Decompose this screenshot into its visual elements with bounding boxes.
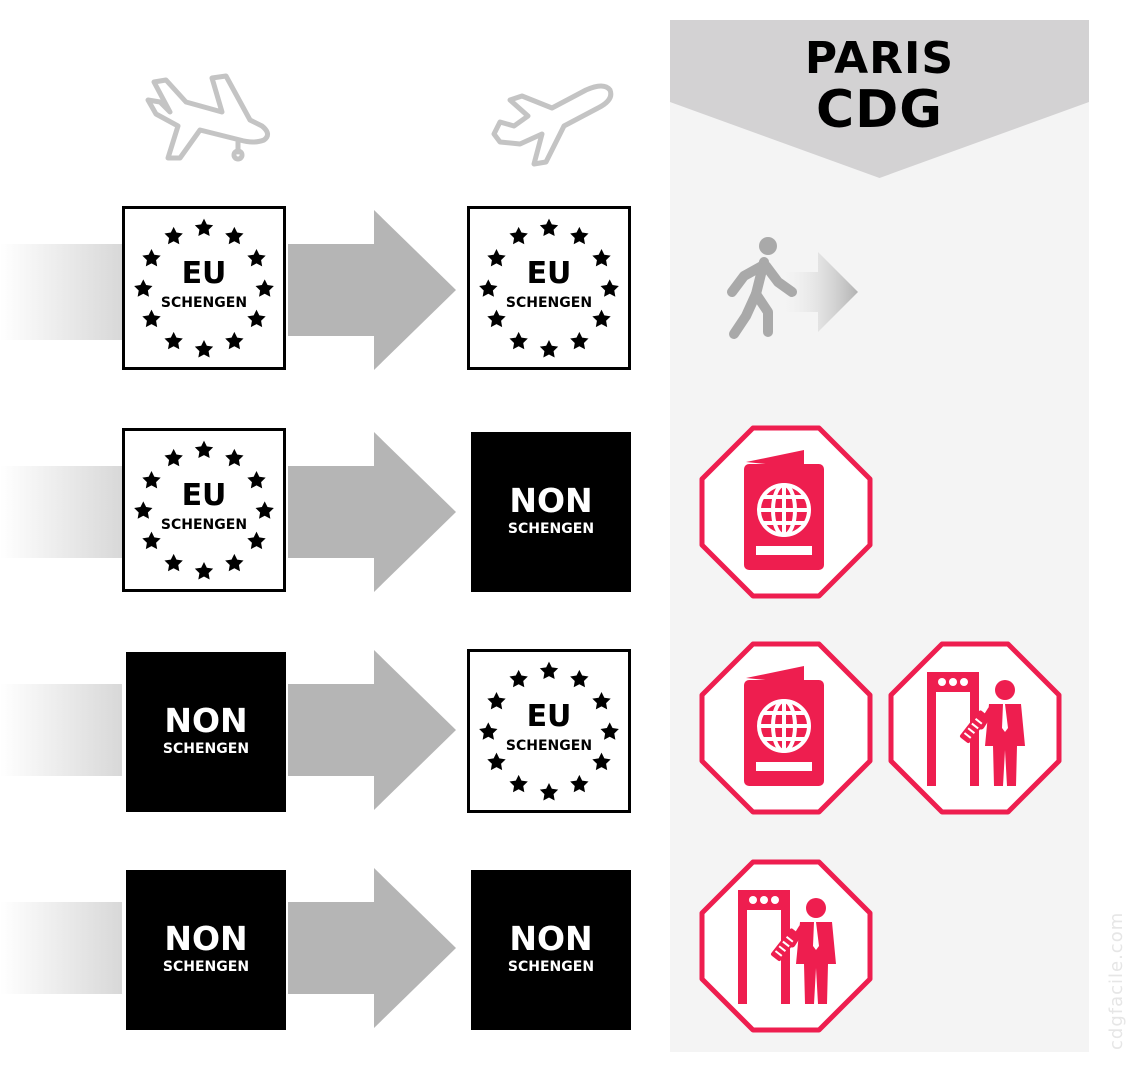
zone-label-main: NON <box>164 919 248 958</box>
origin-zone-non-schengen: NON SCHENGEN <box>126 652 286 812</box>
airplane-landing-icon <box>145 73 270 162</box>
destination-zone-eu-schengen: EU SCHENGEN <box>467 649 631 813</box>
destination-zone-eu-schengen: EU SCHENGEN <box>467 206 631 370</box>
security-check-icon <box>698 858 874 1034</box>
cdg-banner <box>670 20 1089 178</box>
zone-label-sub: SCHENGEN <box>507 959 595 975</box>
airplane-takeoff-icon <box>491 83 614 167</box>
zone-label-sub: SCHENGEN <box>505 738 593 754</box>
zone-label-main: NON <box>509 481 593 520</box>
zone-label-sub: SCHENGEN <box>160 295 248 311</box>
origin-zone-eu-schengen: EU SCHENGEN <box>122 206 286 370</box>
zone-label-main: EU <box>181 256 227 291</box>
banner-title-paris: PARIS <box>804 33 955 84</box>
incoming-flow-tail <box>0 466 122 558</box>
transfer-arrow <box>288 650 456 810</box>
destination-zone-non-schengen: NON SCHENGEN <box>471 432 631 592</box>
zone-label-main: EU <box>526 256 572 291</box>
zone-label-main: NON <box>509 919 593 958</box>
destination-zone-non-schengen: NON SCHENGEN <box>471 870 631 1030</box>
incoming-flow-tail <box>0 684 122 776</box>
zone-label-main: EU <box>181 478 227 513</box>
incoming-flow-tail <box>0 244 122 340</box>
banner-title-cdg: CDG <box>815 80 943 140</box>
watermark: cdgfacile.com <box>1106 911 1127 1050</box>
walk-through-icon <box>727 237 858 339</box>
zone-label-sub: SCHENGEN <box>162 741 250 757</box>
zone-label-sub: SCHENGEN <box>505 295 593 311</box>
passport-control-icon <box>698 640 874 816</box>
zone-label-main: EU <box>526 699 572 734</box>
transfer-arrow <box>288 868 456 1028</box>
incoming-flow-tail <box>0 902 122 994</box>
passport-control-icon <box>698 424 874 600</box>
security-check-icon <box>887 640 1063 816</box>
origin-zone-eu-schengen: EU SCHENGEN <box>122 428 286 592</box>
transfer-arrow <box>288 210 456 370</box>
zone-label-sub: SCHENGEN <box>160 517 248 533</box>
zone-label-sub: SCHENGEN <box>162 959 250 975</box>
zone-label-sub: SCHENGEN <box>507 521 595 537</box>
origin-zone-non-schengen: NON SCHENGEN <box>126 870 286 1030</box>
transfer-arrow <box>288 432 456 592</box>
zone-label-main: NON <box>164 701 248 740</box>
